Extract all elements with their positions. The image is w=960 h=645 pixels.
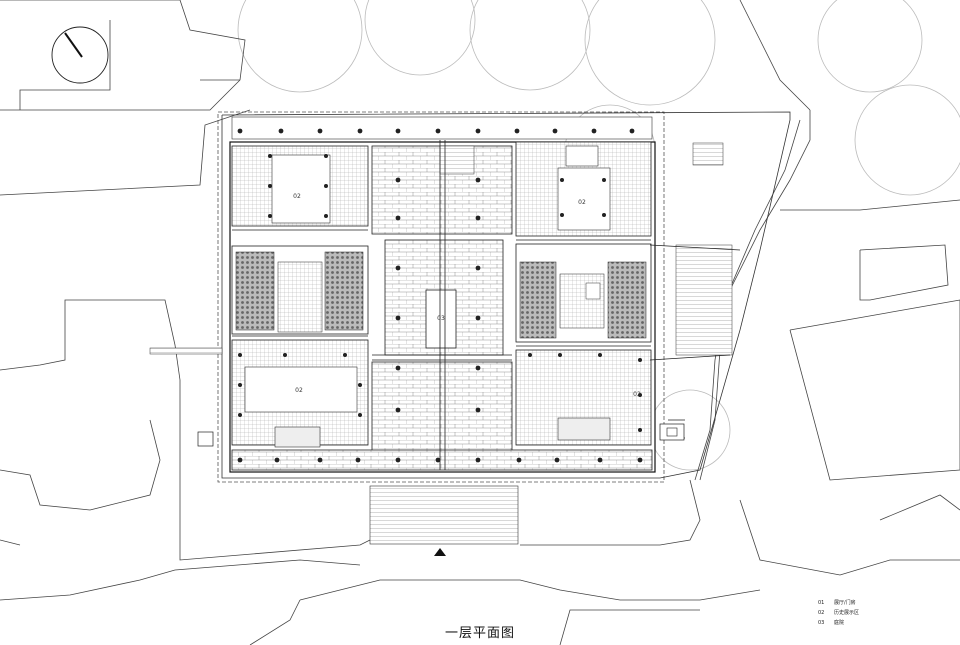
drawing-title: 一层平面图 [444,626,515,641]
north-arrow-icon [51,26,109,84]
front-terrace [231,449,653,471]
entrance-triangle-icon [434,548,446,556]
legend-text: 庭院 [834,620,845,626]
site-boundary [217,111,665,483]
legend-row: 01 展厅/门房 [818,598,859,608]
legend-row: 02 历史展示区 [818,608,859,618]
entrance-stair [369,485,519,545]
legend-text: 展厅/门房 [834,600,856,606]
outer-platform [221,111,791,479]
legend-row: 03 庭院 [818,618,859,628]
legend-key: 02 [818,610,825,616]
legend-key: 01 [818,600,825,606]
legend: 01 展厅/门房 02 历史展示区 03 庭院 [818,598,859,628]
room-label-r3: 02 [578,199,586,206]
stair-north-center [439,145,475,175]
room-label-r4: 02 [295,387,303,394]
stair-east [692,142,724,166]
legend-text: 历史展示区 [834,610,860,616]
central-pavilion [425,289,457,349]
stair-west-hatch [149,347,223,355]
columns [237,128,643,463]
room-label-r2: 02 [293,193,301,200]
top-walkway [231,116,653,140]
stair-east-side [675,244,733,356]
room-label-r6: 03 [437,315,445,322]
legend-key: 03 [818,620,825,626]
kiosk-west [197,431,214,447]
central-court-south [371,361,513,453]
room-label-r5: 02 [633,391,641,398]
